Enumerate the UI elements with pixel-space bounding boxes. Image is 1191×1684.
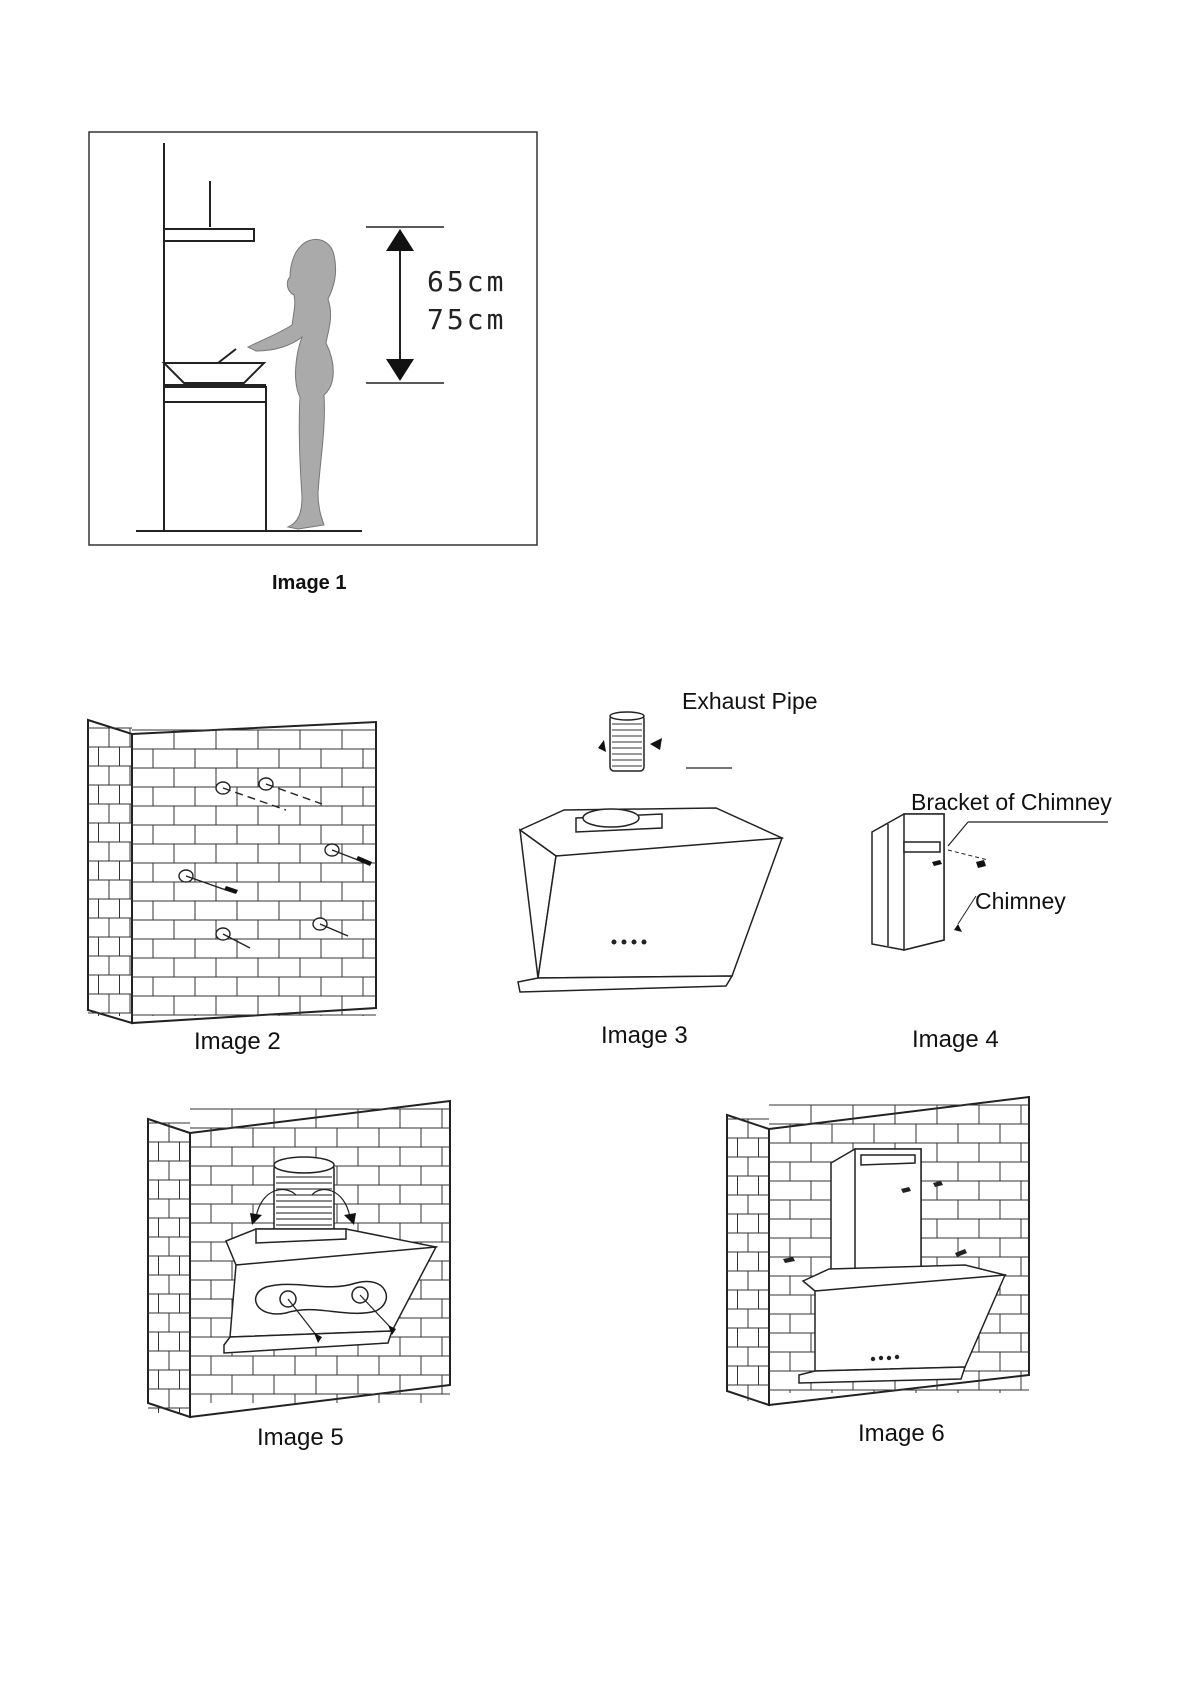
- figure-3-hood-exhaust: [517, 711, 785, 993]
- label-bracket-of-chimney: Bracket of Chimney: [911, 789, 1112, 815]
- caption-image-4: Image 4: [912, 1026, 999, 1053]
- figure-4-chimney-bracket: [871, 813, 1108, 951]
- caption-image-5: Image 5: [257, 1424, 344, 1451]
- caption-image-1: Image 1: [272, 572, 347, 594]
- dimension-top-label: 65cm: [427, 265, 507, 298]
- figure-2-wall-holes: [87, 718, 377, 1025]
- label-exhaust-pipe: Exhaust Pipe: [682, 688, 818, 714]
- figure-1-kitchen-height: [88, 131, 538, 546]
- label-chimney: Chimney: [975, 888, 1066, 914]
- dimension-bottom-label: 75cm: [427, 303, 507, 336]
- caption-image-2: Image 2: [194, 1028, 281, 1055]
- caption-image-6: Image 6: [858, 1420, 945, 1447]
- caption-image-3: Image 3: [601, 1022, 688, 1049]
- figure-5-hood-mounting: [147, 1099, 451, 1419]
- figure-6-final-installation: [726, 1095, 1030, 1407]
